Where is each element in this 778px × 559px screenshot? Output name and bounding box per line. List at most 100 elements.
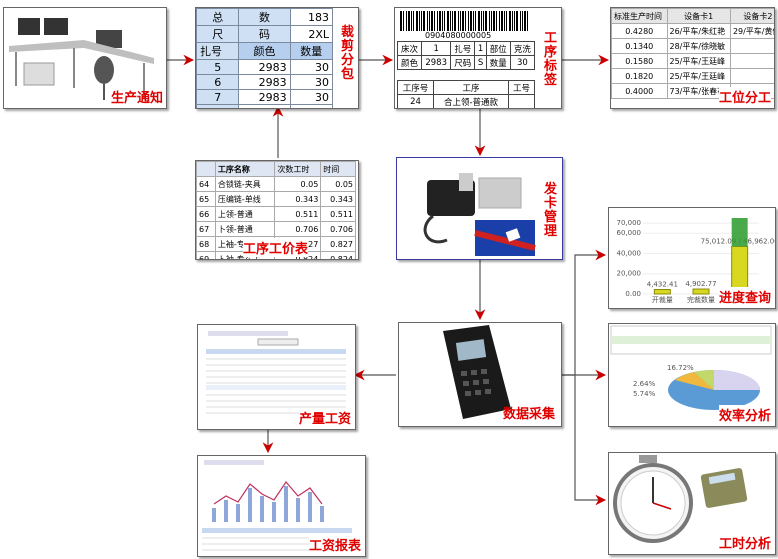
price-time: 0.824 xyxy=(320,251,356,259)
cut-total-label: 总 xyxy=(196,8,240,26)
assign-header: 标准生产时间 xyxy=(611,8,668,24)
barcode-bar xyxy=(413,11,414,31)
cut-count-label: 数量 xyxy=(289,42,334,60)
bar xyxy=(692,288,710,295)
tag-cell xyxy=(508,94,535,108)
barcode-bar xyxy=(512,11,513,31)
cut-row-no: 5 xyxy=(196,59,240,75)
node-output-wage[interactable]: 产量工资 xyxy=(197,324,356,430)
price-header: 工序名称 xyxy=(214,161,276,177)
barcode-bar xyxy=(400,11,402,31)
barcode-bar xyxy=(478,11,480,31)
assign-card2 xyxy=(729,53,774,69)
efficiency-label: 效率分析 xyxy=(718,405,771,424)
price-header: 次数工时 xyxy=(274,161,322,177)
node-data-collect[interactable]: 数据采集 xyxy=(398,322,562,427)
bar-overlay xyxy=(731,217,748,247)
barcode-bar xyxy=(522,11,523,31)
tag-cell: 30 xyxy=(509,55,536,70)
cut-row-qty: 30 xyxy=(289,59,334,75)
barcode-bar xyxy=(473,11,474,31)
process-assign-label: 工位分工 xyxy=(718,87,771,106)
assign-card2 xyxy=(729,38,774,54)
assign-card1: 25/平车/王廷峰 xyxy=(666,68,731,84)
barcode-bar xyxy=(506,11,507,31)
price-time: 0.05 xyxy=(320,176,356,192)
arrow-collect-to-progress xyxy=(560,249,607,376)
wage-report-label: 工资报表 xyxy=(308,535,361,554)
pie-label: 5.74% xyxy=(633,390,656,398)
assign-time: 0.4000 xyxy=(611,83,668,99)
barcode-bar xyxy=(499,11,500,31)
price-no: 68 xyxy=(196,236,216,252)
process-price-label: 工序工价表 xyxy=(242,238,308,257)
barcode-bar xyxy=(431,11,433,31)
cut-size-value: 2XL xyxy=(289,25,334,43)
x-tick-label: 完裁数量 xyxy=(687,295,715,304)
barcode-bar xyxy=(452,11,453,31)
price-time: 0.706 xyxy=(320,221,356,237)
price-name: 合锁链-夹具 xyxy=(214,176,276,192)
cut-row: 8298330 xyxy=(196,104,334,108)
barcode-bar xyxy=(481,11,482,31)
progress-chart: 70,00060,00040,00020,0000.004,432.41开裁量4… xyxy=(617,217,775,304)
cut-size-label2: 码 xyxy=(238,25,291,43)
barcode-bar xyxy=(496,11,497,31)
pie-label: 2.64% xyxy=(633,380,656,388)
data-label: 4,902.77 xyxy=(685,280,716,288)
barcode-bar xyxy=(489,11,490,31)
barcode-bar xyxy=(447,11,449,31)
barcode-bar xyxy=(483,11,484,31)
tag-cell: 尺码 xyxy=(450,55,476,70)
barcode-bar xyxy=(504,11,505,31)
barcode-bar xyxy=(408,11,410,31)
barcode-bar xyxy=(403,11,404,31)
cut-row-qty: 30 xyxy=(289,74,334,90)
cut-row-color: 2983 xyxy=(238,59,291,75)
tag-header: 工序号 xyxy=(396,80,435,95)
node-production-notice[interactable]: 生产通知 xyxy=(3,7,167,109)
barcode-bar xyxy=(429,11,430,31)
cut-size-label1: 尺 xyxy=(196,25,240,43)
x-tick-label: 开裁量 xyxy=(652,295,673,304)
barcode-number: 0904080000005 xyxy=(425,31,492,40)
barcode-bar xyxy=(514,11,515,31)
node-hours[interactable]: 工时分析 xyxy=(608,452,776,555)
assign-card2 xyxy=(729,68,774,84)
barcode-bar xyxy=(491,11,492,31)
price-time: 0.343 xyxy=(320,191,356,207)
node-wage-report[interactable]: 工资报表 xyxy=(197,455,366,557)
card-reader-picture xyxy=(423,173,536,256)
assign-time: 0.4280 xyxy=(611,23,668,39)
assign-time: 0.1580 xyxy=(611,53,668,69)
price-times: 0.511 xyxy=(274,206,322,222)
assign-time: 0.1340 xyxy=(611,38,668,54)
cut-bundle-label: 扎号 xyxy=(196,42,240,60)
cut-row-no: 7 xyxy=(196,89,240,105)
price-no: 64 xyxy=(196,176,216,192)
barcode-bar xyxy=(416,11,418,31)
price-name: 卜领-普通 xyxy=(214,221,276,237)
output-wage-label: 产量工资 xyxy=(298,408,351,427)
node-efficiency[interactable]: 16.72% 2.64% 5.74% 效率分析 xyxy=(608,323,776,427)
barcode-bar xyxy=(527,11,528,31)
node-card-issue[interactable]: 发卡管理 xyxy=(396,157,563,260)
cut-qty-label: 数 xyxy=(238,8,291,26)
barcode-bar xyxy=(427,11,428,31)
price-times: 0.05 xyxy=(274,176,322,192)
